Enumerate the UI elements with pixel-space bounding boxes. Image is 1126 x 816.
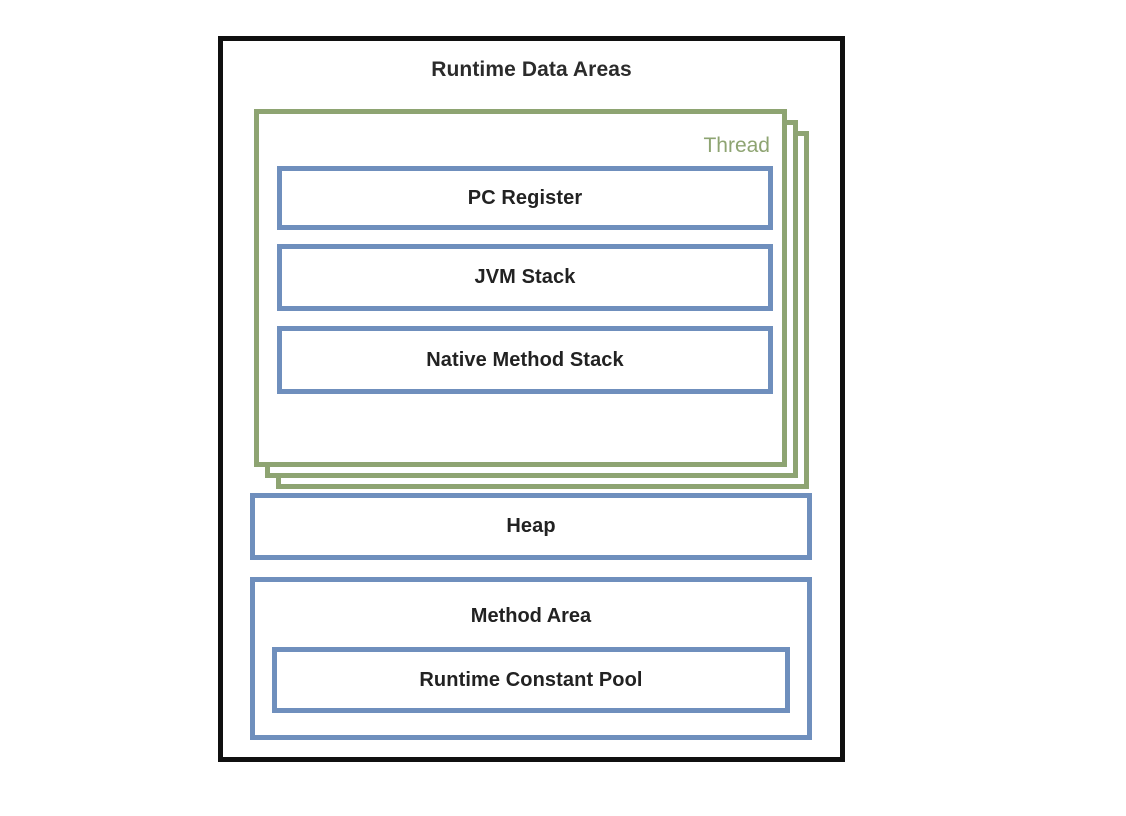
jvm-stack-box: JVM Stack [277, 244, 773, 311]
pc-register-box: PC Register [277, 166, 773, 230]
runtime-constant-pool-label: Runtime Constant Pool [419, 668, 643, 691]
heap-label: Heap [506, 515, 556, 537]
method-area-box: Method Area Runtime Constant Pool [250, 577, 812, 740]
thread-label: Thread [703, 134, 770, 157]
native-method-stack-label: Native Method Stack [426, 348, 624, 371]
jvm-stack-label: JVM Stack [474, 266, 576, 288]
runtime-constant-pool-box: Runtime Constant Pool [272, 647, 790, 713]
native-method-stack-box: Native Method Stack [277, 326, 773, 394]
heap-box: Heap [250, 493, 812, 560]
runtime-data-areas-frame: Runtime Data Areas Thread PC Register JV… [218, 36, 845, 762]
method-area-label: Method Area [470, 605, 592, 627]
page-title: Runtime Data Areas [431, 58, 632, 81]
thread-card-front: Thread PC Register JVM Stack Native Meth… [254, 109, 787, 467]
pc-register-label: PC Register [467, 186, 583, 209]
